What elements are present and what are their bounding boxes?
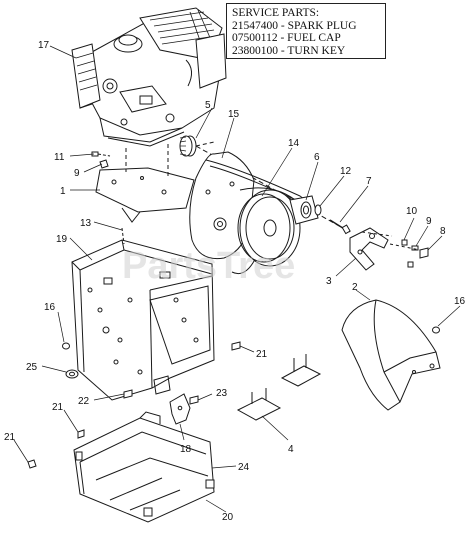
engine-pulley — [179, 135, 197, 157]
callout-20: 20 — [222, 512, 234, 523]
callout-7: 7 — [366, 176, 372, 187]
callout-14: 14 — [288, 138, 300, 149]
callout-18: 18 — [180, 444, 192, 455]
service-parts-box: SERVICE PARTS: 21547400 - SPARK PLUG 075… — [226, 3, 386, 59]
callout-10: 10 — [406, 206, 418, 217]
callout-23: 23 — [216, 388, 228, 399]
callout-13: 13 — [80, 218, 92, 229]
callout-19: 19 — [56, 234, 68, 245]
engine-mount-plate — [95, 144, 195, 223]
watermark-text: PartsTree — [122, 245, 295, 287]
callout-9-right: 9 — [426, 216, 432, 227]
screw-right — [432, 326, 440, 334]
callout-21-left: 21 — [4, 432, 16, 443]
mounting-bracket-pair — [236, 354, 322, 421]
service-part-turn-key: 23800100 - TURN KEY — [232, 44, 346, 57]
callout-16-right: 16 — [454, 296, 466, 307]
callout-17: 17 — [38, 40, 50, 51]
bottom-pan — [73, 411, 215, 523]
screws-misc — [27, 341, 241, 473]
screw-left — [62, 342, 70, 350]
callout-25: 25 — [26, 362, 38, 373]
callout-8: 8 — [440, 226, 446, 237]
callout-15: 15 — [228, 109, 240, 120]
frame — [71, 227, 215, 401]
callout-3: 3 — [326, 276, 332, 287]
callout-4: 4 — [288, 444, 294, 455]
callout-12: 12 — [340, 166, 352, 177]
callout-2: 2 — [352, 282, 358, 293]
engine-base-hardware — [91, 151, 111, 169]
idler-bracket — [349, 227, 429, 271]
grommet — [65, 369, 79, 379]
leader-lines — [13, 45, 461, 513]
callout-21-lower: 21 — [52, 402, 64, 413]
callout-6: 6 — [314, 152, 320, 163]
callout-16-left: 16 — [44, 302, 56, 313]
service-part-fuel-cap: 07500112 - FUEL CAP — [232, 32, 341, 44]
callout-5: 5 — [205, 100, 211, 111]
small-bracket — [169, 393, 191, 425]
engine — [71, 7, 227, 147]
belt-cover-assembly — [189, 141, 351, 274]
callout-11: 11 — [54, 152, 65, 163]
callout-9-upper: 9 — [74, 168, 80, 179]
callout-1: 1 — [60, 186, 66, 197]
callout-22: 22 — [78, 396, 90, 407]
service-parts-heading: SERVICE PARTS: — [232, 7, 320, 19]
side-cover — [341, 299, 441, 411]
callout-labels: 17 5 15 14 6 12 7 11 9 1 13 19 10 9 8 3 … — [4, 40, 466, 523]
callout-21-mid: 21 — [256, 349, 268, 360]
callout-24: 24 — [238, 462, 250, 473]
service-part-spark-plug: 21547400 - SPARK PLUG — [232, 19, 357, 32]
